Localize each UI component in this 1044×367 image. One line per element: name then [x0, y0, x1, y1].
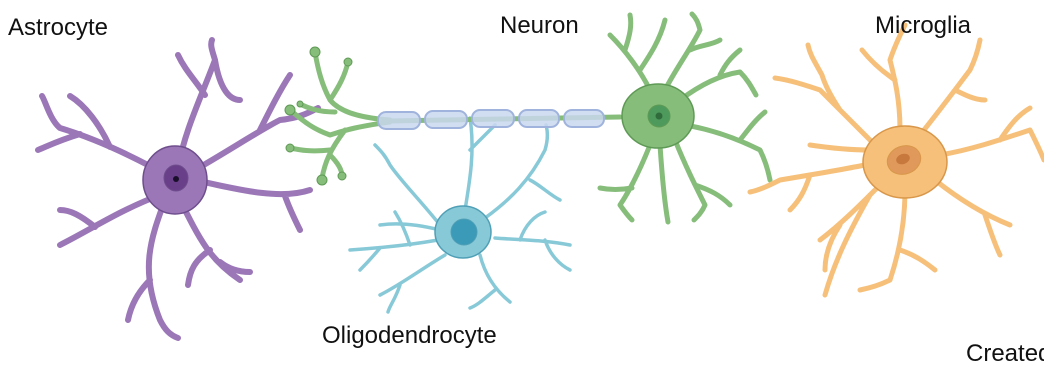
oligodendrocyte-label: Oligodendrocyte	[322, 324, 497, 348]
glial-cells-diagram: Astrocyte Neuron Microglia Oligodendrocy…	[0, 0, 1044, 352]
microglia-cell	[750, 25, 1044, 295]
microglia-label: Microglia	[875, 14, 971, 38]
neuron-label: Neuron	[500, 14, 579, 38]
neuron-cell	[285, 14, 770, 222]
partial-caption-label: Created	[966, 342, 1044, 366]
astrocyte-label: Astrocyte	[8, 16, 108, 40]
diagram-canvas	[0, 0, 1044, 352]
myelin-sheaths	[378, 110, 604, 129]
astrocyte-cell	[38, 40, 318, 338]
oligodendrocyte-cell	[350, 118, 570, 312]
